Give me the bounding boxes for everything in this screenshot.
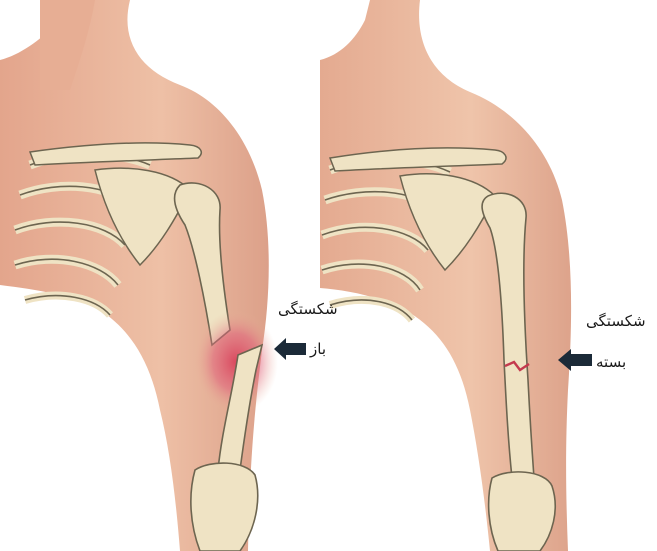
closed-fracture-figure bbox=[320, 0, 571, 551]
open-fracture-figure bbox=[0, 0, 278, 551]
open-fracture-label-line2: باز bbox=[310, 340, 326, 358]
closed-fracture-label-line1: شکستگی bbox=[586, 312, 646, 330]
arrow-left-icon bbox=[274, 338, 306, 360]
open-fracture-label-line1: شکستگی bbox=[278, 300, 338, 318]
right-elbow bbox=[489, 472, 556, 551]
closed-fracture-label-line2: بسته bbox=[596, 353, 626, 371]
left-elbow bbox=[191, 463, 258, 551]
